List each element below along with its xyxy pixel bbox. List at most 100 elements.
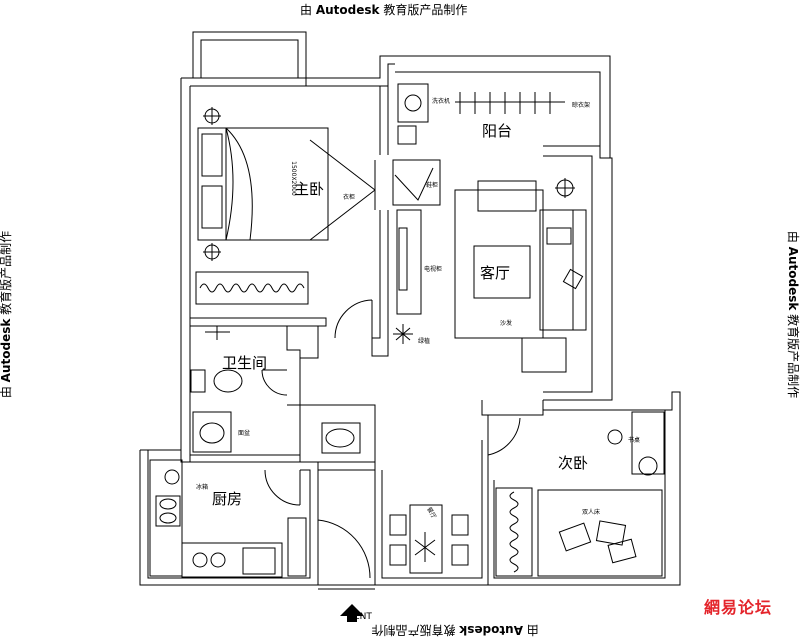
watermark-prefix: 由 bbox=[300, 3, 316, 17]
master-bed-pillow-2 bbox=[201, 185, 223, 229]
cushion-living bbox=[562, 268, 584, 290]
kitchen-cabinet-right bbox=[287, 517, 307, 577]
netease-forum-logo: 網易论坛 bbox=[704, 594, 772, 618]
watermark-bottom: 由 Autodesk 教育版产品制作 bbox=[371, 622, 538, 639]
balcony-wall-left bbox=[192, 31, 307, 78]
balcony-right-top bbox=[380, 55, 611, 146]
label-washing-machine: 洗衣机 bbox=[432, 98, 451, 105]
second-pillow-1 bbox=[558, 522, 592, 552]
master-bed-blanket bbox=[225, 127, 253, 241]
washing-machine bbox=[397, 83, 429, 123]
label-plant: 绿植 bbox=[418, 338, 431, 345]
shoe-cabinet bbox=[392, 159, 441, 206]
dining-plant bbox=[414, 532, 436, 562]
washing-machine-drum bbox=[404, 94, 422, 112]
label-master-bedroom: 主卧 bbox=[294, 180, 325, 198]
dining-chair-2 bbox=[389, 544, 407, 566]
bath-basin-counter bbox=[192, 411, 232, 453]
label-fridge: 冰箱 bbox=[196, 484, 209, 491]
shower bbox=[205, 326, 230, 340]
master-ceiling-lines bbox=[309, 139, 376, 241]
toilet bbox=[213, 369, 243, 393]
second-bedroom-right-inner bbox=[493, 410, 666, 579]
bath-door-wall bbox=[287, 404, 301, 455]
person-sofa bbox=[546, 227, 572, 245]
living-sofa-back bbox=[572, 209, 587, 331]
living-coffee-table bbox=[473, 245, 531, 299]
label-bed-size: 1500X2000 bbox=[289, 161, 297, 196]
tv-cabinet bbox=[396, 209, 422, 315]
label-desk: 书桌 bbox=[628, 437, 641, 444]
kitchen-stove-top bbox=[164, 469, 180, 485]
kitchen-sink bbox=[155, 495, 181, 527]
master-bed-pillows bbox=[197, 127, 227, 241]
entry-door-swing bbox=[317, 519, 371, 579]
watermark-top: 由 Autodesk 教育版产品制作 bbox=[300, 1, 467, 18]
label-kitchen: 厨房 bbox=[212, 490, 243, 508]
logo-part-2: 论坛 bbox=[738, 598, 773, 617]
partition-master-lower bbox=[371, 210, 389, 357]
second-bedroom-door-swing bbox=[487, 414, 521, 456]
label-bathroom: 卫生间 bbox=[222, 354, 268, 372]
dining-chair-3 bbox=[451, 514, 469, 536]
label-second-bedroom: 次卧 bbox=[558, 454, 589, 472]
kitchen-stove-2 bbox=[210, 552, 226, 568]
second-fan bbox=[638, 456, 658, 476]
watermark-suffix: 教育版产品制作 bbox=[0, 230, 14, 319]
watermark-right: 由 Autodesk 教育版产品制作 bbox=[785, 231, 800, 398]
dining-left-wall-inner bbox=[381, 440, 483, 579]
kitchen-counter-bottom bbox=[181, 542, 283, 578]
plant-living bbox=[393, 324, 413, 344]
bath-left-wall bbox=[180, 326, 191, 463]
corridor-basin-counter bbox=[321, 422, 361, 454]
kitchen-sink-bowl-2 bbox=[159, 512, 177, 524]
kitchen-inner-wall bbox=[147, 450, 311, 579]
label-sofa: 沙发 bbox=[500, 320, 513, 327]
laundry-basin bbox=[397, 125, 417, 145]
kitchen-fridge bbox=[242, 547, 276, 575]
bath-basin bbox=[199, 422, 225, 444]
wardrobe-hangers bbox=[199, 283, 305, 293]
watermark-prefix: 由 bbox=[786, 230, 800, 247]
label-basin: 面盆 bbox=[238, 430, 251, 437]
watermark-suffix: 教育版产品制作 bbox=[379, 3, 468, 17]
second-pillow-3 bbox=[607, 538, 637, 564]
tv-screen bbox=[398, 227, 408, 291]
kitchen-sink-bowl-1 bbox=[159, 498, 177, 510]
wall-top-center bbox=[306, 55, 395, 79]
living-ottoman bbox=[521, 337, 567, 373]
entrance-arrow-stem bbox=[347, 616, 357, 622]
second-bed bbox=[537, 489, 663, 577]
label-living-room: 客厅 bbox=[480, 264, 511, 282]
kitchen-door-swing bbox=[264, 469, 301, 506]
dining-left-wall bbox=[374, 440, 489, 586]
label-entrance: ENT bbox=[354, 612, 372, 622]
wall-top-center-inner bbox=[306, 63, 395, 87]
second-desk bbox=[631, 411, 665, 475]
corridor-bottom-wall bbox=[318, 461, 376, 471]
master-wardrobe bbox=[195, 271, 309, 305]
label-tv-cabinet: 电视柜 bbox=[424, 266, 443, 273]
master-bed-pillow-1 bbox=[201, 133, 223, 177]
clothes-rack-ticks bbox=[459, 92, 551, 114]
label-bed: 双人床 bbox=[582, 509, 601, 516]
master-door-swing bbox=[334, 299, 373, 339]
bath-bottom-wall bbox=[190, 454, 301, 463]
label-balcony: 阳台 bbox=[482, 122, 513, 140]
watermark-prefix: 由 bbox=[0, 382, 14, 399]
bathroom-door-swing bbox=[261, 369, 288, 396]
label-clothes-rack: 晾衣架 bbox=[572, 102, 591, 109]
entrance-arrow bbox=[340, 604, 364, 616]
master-bottom-wall bbox=[190, 317, 327, 327]
dining-table bbox=[409, 504, 443, 574]
second-wardrobe bbox=[495, 487, 533, 577]
watermark-brand: Autodesk bbox=[786, 246, 800, 311]
second-lamp bbox=[607, 429, 623, 445]
living-right-wall-inner bbox=[543, 155, 593, 393]
watermark-brand: Autodesk bbox=[315, 3, 380, 17]
living-right-wall-lower bbox=[600, 146, 611, 159]
watermark-suffix: 教育版产品制作 bbox=[786, 310, 800, 399]
living-rug bbox=[454, 189, 544, 339]
living-armchair bbox=[477, 180, 537, 212]
